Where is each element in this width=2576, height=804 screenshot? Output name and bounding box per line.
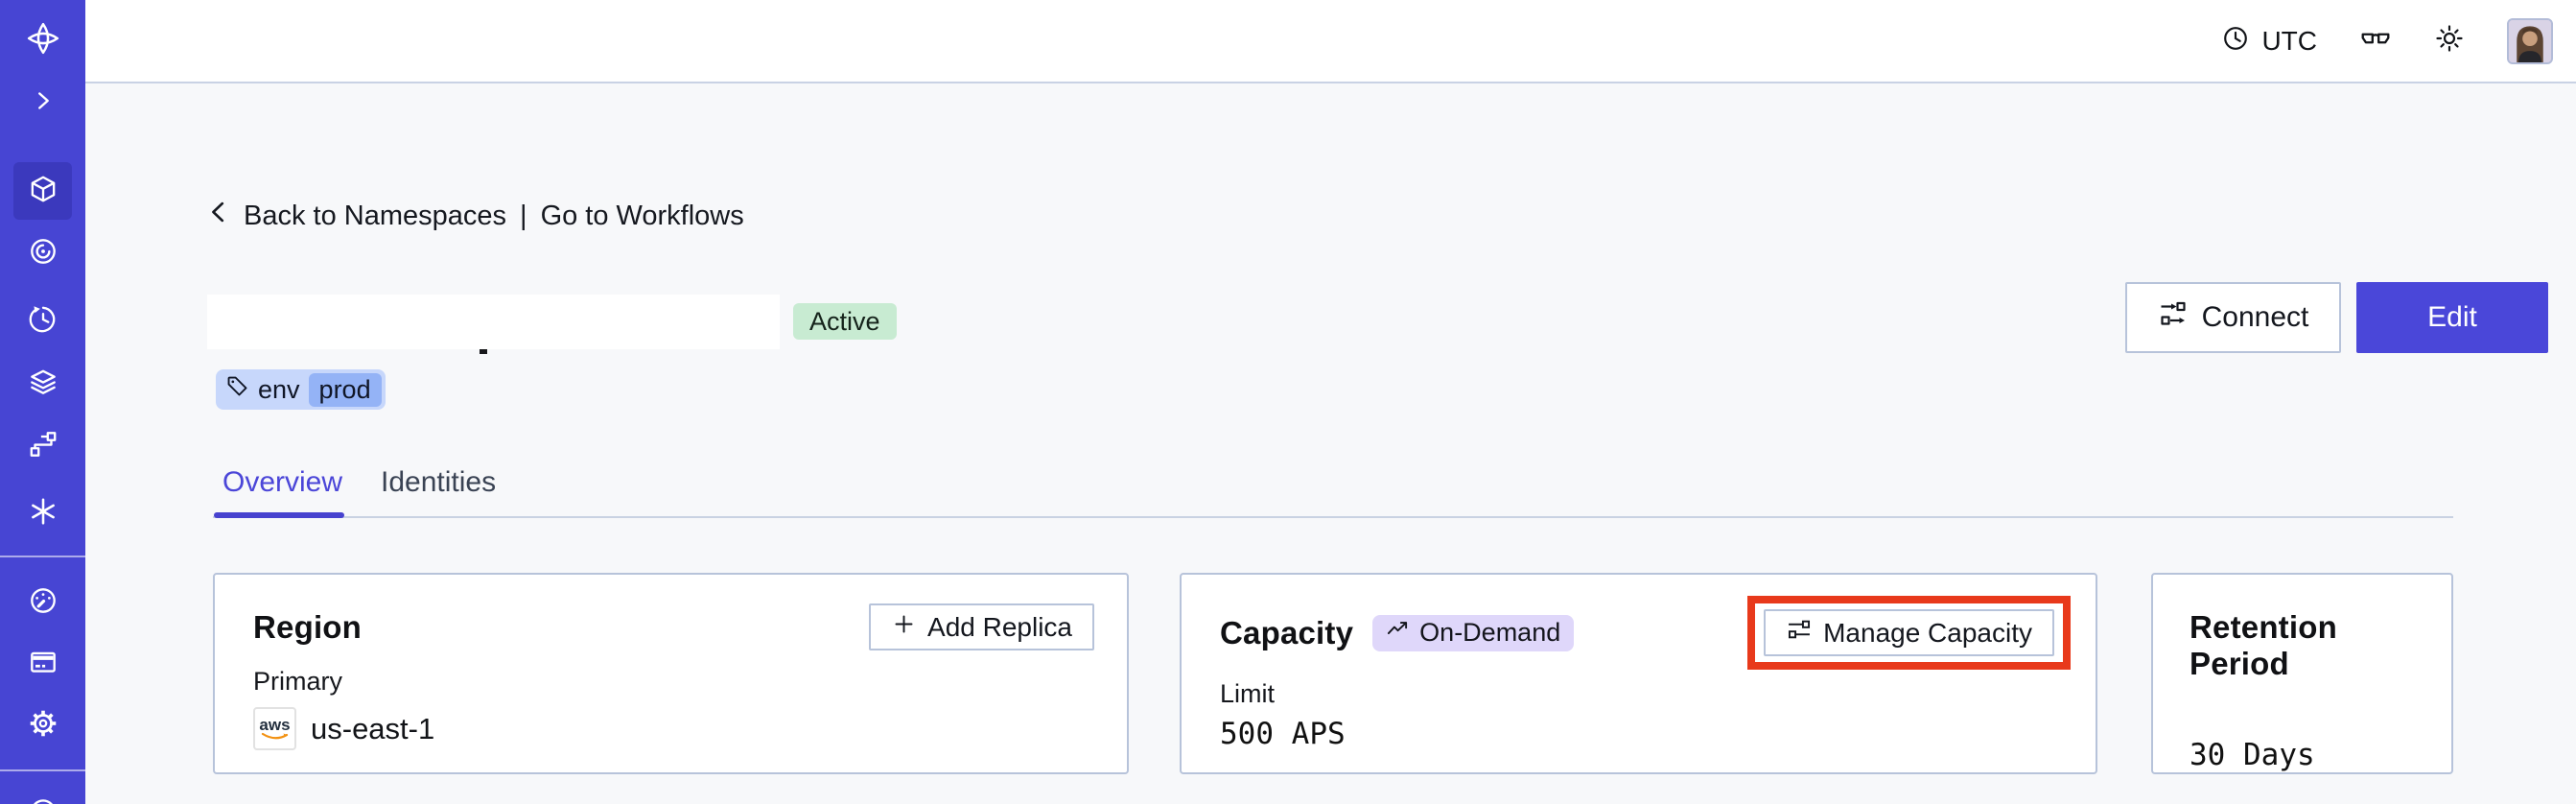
sidebar-item-settings[interactable] <box>0 697 85 754</box>
chevron-right-icon <box>29 86 58 120</box>
labs-toggle[interactable] <box>2359 22 2392 59</box>
edit-button[interactable]: Edit <box>2356 282 2548 353</box>
aws-provider-icon: aws <box>253 707 296 750</box>
gauge-icon <box>27 584 59 622</box>
timezone-selector[interactable]: UTC <box>2221 24 2317 58</box>
sidebar-item-schedules[interactable] <box>0 293 85 350</box>
add-replica-label: Add Replica <box>927 611 1072 642</box>
red-annotation-box: Manage Capacity <box>1747 596 2071 670</box>
breadcrumb-back-label: Back to Namespaces <box>244 200 507 231</box>
sidebar-item-nexus[interactable] <box>0 485 85 542</box>
spiral-eye-icon <box>27 235 59 272</box>
namespace-actions: Connect Edit <box>2125 282 2548 353</box>
back-to-namespaces-link[interactable]: Back to Namespaces <box>205 198 506 234</box>
connect-flow-icon <box>2158 298 2189 337</box>
chevron-left-icon <box>205 198 234 234</box>
retention-card: Retention Period 30 Days <box>2151 573 2453 774</box>
capacity-card: Capacity On-Demand <box>1180 573 2097 774</box>
sun-icon <box>2434 23 2465 59</box>
namespace-name-fragment <box>480 349 487 354</box>
go-to-workflows-link[interactable]: Go to Workflows <box>541 201 744 232</box>
sidebar-item-support[interactable] <box>0 783 85 804</box>
sidebar-divider <box>0 769 85 771</box>
active-tab-underline <box>214 512 344 518</box>
gear-icon <box>27 707 59 745</box>
sidebar-item-spiral[interactable] <box>0 225 85 282</box>
connect-button-label: Connect <box>2201 301 2309 333</box>
status-badge-label: Active <box>809 306 880 336</box>
tag-value-chip: prod <box>308 372 382 407</box>
tab-overview[interactable]: Overview <box>222 466 343 498</box>
sidebar-item-usage[interactable] <box>0 574 85 631</box>
status-badge: Active <box>793 303 897 340</box>
sidebar-item-batch[interactable] <box>0 417 85 475</box>
sidebar-item-namespaces[interactable] <box>0 162 85 220</box>
primary-label: Primary <box>253 667 342 696</box>
plus-icon <box>891 611 917 644</box>
clock-history-icon <box>27 303 59 341</box>
theme-toggle[interactable] <box>2434 23 2465 59</box>
glasses-icon <box>2359 22 2392 59</box>
region-value: us-east-1 <box>311 711 435 745</box>
tabs-divider <box>213 516 2453 518</box>
timezone-label: UTC <box>2261 25 2317 56</box>
region-card-title: Region <box>253 608 363 645</box>
namespace-name-redacted <box>207 295 780 349</box>
temporal-logo-icon <box>25 20 61 61</box>
region-card: Region Add Replica Primary aws <box>213 573 1129 774</box>
sidebar <box>0 0 85 804</box>
top-header: UTC <box>85 0 2576 83</box>
tag-icon <box>225 374 249 405</box>
breadcrumb: Back to Namespaces | Go to Workflows <box>205 198 744 234</box>
partial-circle-icon <box>27 793 59 804</box>
clock-icon <box>2221 24 2250 58</box>
manage-capacity-button[interactable]: Manage Capacity <box>1764 609 2054 656</box>
retention-card-title: Retention Period <box>2190 609 2337 681</box>
cube-icon <box>27 173 59 210</box>
sidebar-item-billing[interactable] <box>0 635 85 693</box>
layers-stack-icon <box>27 366 59 403</box>
retention-value: 30 Days <box>2190 738 2315 772</box>
sidebar-item-deployments[interactable] <box>0 355 85 413</box>
sidebar-item-expand[interactable] <box>0 74 85 131</box>
edit-button-label: Edit <box>2427 301 2477 333</box>
limit-label: Limit <box>1220 679 1276 708</box>
pipeline-branch-icon <box>27 428 59 465</box>
trending-up-icon <box>1386 617 1411 649</box>
capacity-card-title: Capacity <box>1220 614 1354 650</box>
user-avatar[interactable] <box>2507 17 2553 64</box>
connect-button[interactable]: Connect <box>2125 282 2341 353</box>
asterisk-icon <box>27 495 59 532</box>
capacity-value: 500 APS <box>1220 717 1346 751</box>
manage-capacity-label: Manage Capacity <box>1823 617 2032 648</box>
tab-identities[interactable]: Identities <box>381 466 497 498</box>
billing-card-icon <box>27 646 59 683</box>
on-demand-badge-label: On-Demand <box>1419 618 1561 647</box>
on-demand-badge: On-Demand <box>1372 614 1575 651</box>
breadcrumb-separator: | <box>520 200 527 231</box>
sidebar-item-logo[interactable] <box>0 12 85 69</box>
sidebar-divider <box>0 556 85 557</box>
sliders-icon <box>1786 616 1813 650</box>
tag-key-label: env <box>258 374 300 404</box>
aws-logo-text: aws <box>259 715 291 734</box>
add-replica-button[interactable]: Add Replica <box>869 603 1094 650</box>
breadcrumb-forward-label: Go to Workflows <box>540 200 744 231</box>
namespace-tag: env prod <box>216 369 386 410</box>
